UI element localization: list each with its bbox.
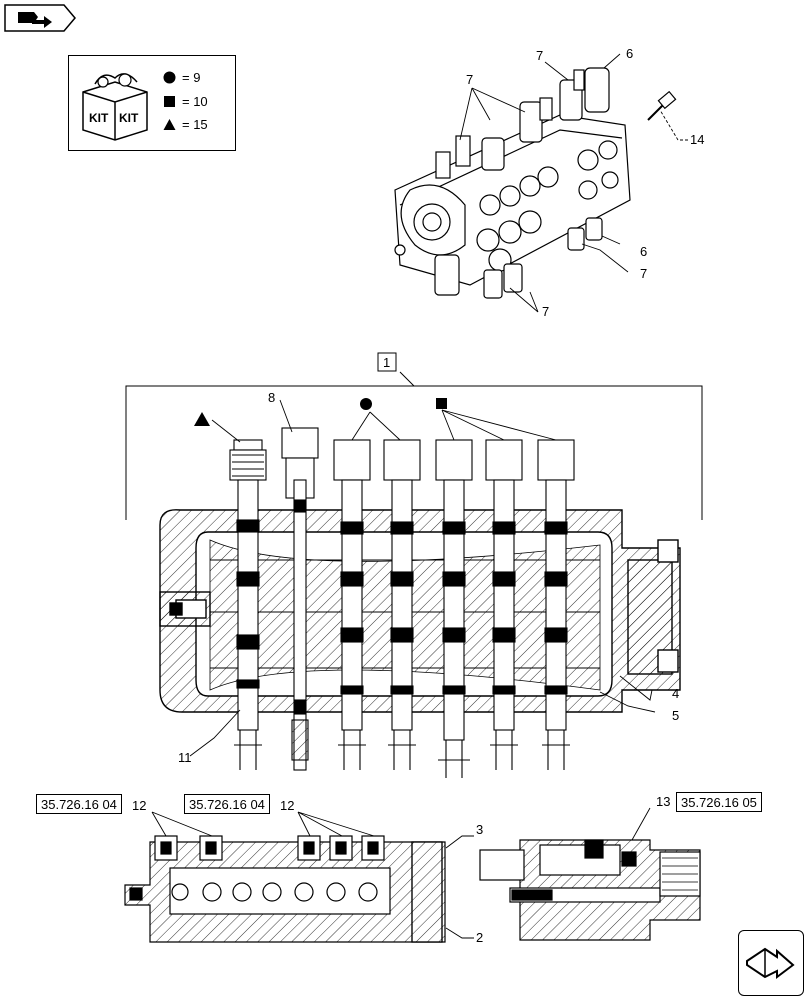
callout-2: 2 [476,930,483,945]
lower-left-section-view [124,835,446,943]
square-marker [436,398,447,409]
top-leader-lines [459,53,688,313]
callout-14: 14 [690,132,704,147]
spool-section [229,427,575,778]
callout-13: 13 [656,794,670,809]
callout-8: 8 [268,390,275,405]
callout-5: 5 [672,708,679,723]
callout-6-top: 6 [626,46,633,61]
reference-link-c[interactable]: 35.726.16 05 [676,792,762,812]
reference-link-b[interactable]: 35.726.16 04 [184,794,270,814]
triangle-symbol-icon [163,119,176,130]
callout-7-bottom: 7 [542,304,549,319]
back-arrow-icon [4,4,76,32]
callout-3: 3 [476,822,483,837]
legend-triangle-text: = 15 [182,117,208,132]
square-symbol-icon [164,96,175,107]
legend-row-triangle: = 15 [163,117,208,132]
callout-1-box: 1 [377,352,397,372]
callout-1: 1 [383,355,390,370]
section-leader-lines [189,399,656,757]
next-page-arrow-icon [746,947,795,979]
section-symbols [194,398,447,426]
callout-6-right: 6 [640,244,647,259]
callout-12-right: 12 [280,798,294,813]
callout-7-top: 7 [536,48,543,63]
kit-label-right: KIT [119,111,139,125]
callout-7-top-left: 7 [466,72,473,87]
callout-numbers: 7 7 6 14 6 7 7 8 4 5 11 12 12 3 2 13 [132,46,704,945]
kit-box-icon: KIT KIT [82,73,148,141]
legend-square-text: = 10 [182,94,208,109]
lower-right-section-view [479,839,701,941]
callout-11: 11 [178,750,192,765]
legend-row-square: = 10 [163,94,208,109]
kit-legend: KIT KIT = 9 = 10 = 15 [68,55,236,151]
triangle-marker [194,412,210,426]
nav-next-button[interactable] [738,930,804,996]
lower-right-leaders [631,807,651,841]
callout-4: 4 [672,686,679,701]
callout-12-left: 12 [132,798,146,813]
lower-left-leaders [151,811,474,939]
section-bracket [125,371,703,520]
legend-row-circle: = 9 [163,70,200,85]
kit-label-left: KIT [89,111,109,125]
nav-back-button[interactable] [4,4,76,32]
circle-symbol-icon [163,71,176,84]
reference-link-a[interactable]: 35.726.16 04 [36,794,122,814]
isometric-valve-assembly [394,67,677,299]
legend-circle-text: = 9 [182,70,201,85]
circle-marker [360,398,372,410]
callout-7-right: 7 [640,266,647,281]
